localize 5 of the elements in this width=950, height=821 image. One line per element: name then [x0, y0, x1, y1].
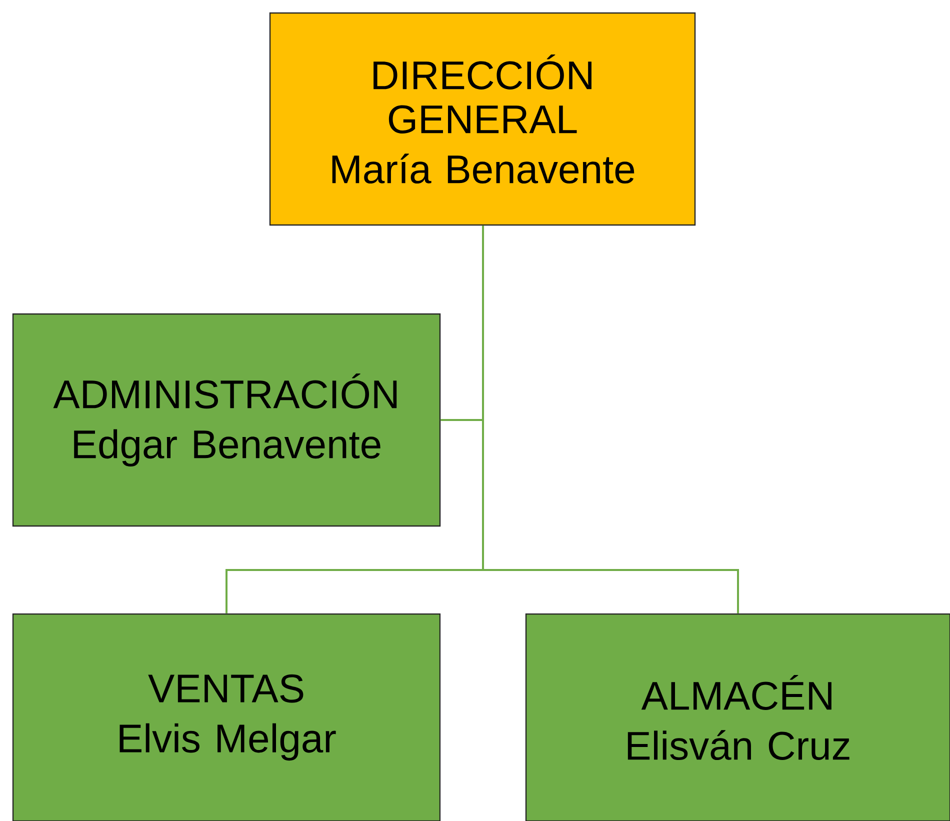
connector-line — [482, 226, 739, 614]
org-box: ALMACÉN Elisván Cruz — [525, 613, 950, 821]
org-box: DIRECCIÓN GENERAL María Benavente — [269, 12, 696, 226]
org-box: ADMINISTRACIÓN Edgar Benavente — [12, 313, 441, 527]
org-box: VENTAS Elvis Melgar — [12, 613, 441, 821]
